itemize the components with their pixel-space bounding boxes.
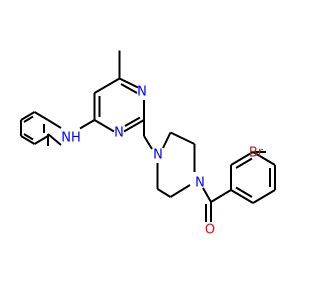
- bond: [210, 189, 232, 203]
- bond: [47, 119, 62, 129]
- bond: [124, 116, 141, 127]
- molecule-structure: NH N N N N O Br: [20, 50, 276, 238]
- atom-label-piperazine-n4: N: [195, 176, 205, 191]
- bond: [162, 132, 172, 149]
- bond: [235, 157, 253, 169]
- bond: [230, 189, 254, 204]
- bond: [169, 184, 191, 198]
- bond: [202, 187, 212, 203]
- bond: [230, 151, 254, 166]
- bond: [143, 135, 153, 150]
- atom-label-oxygen: O: [205, 223, 215, 238]
- bond: [120, 83, 138, 94]
- bond: [47, 133, 62, 146]
- atom-label-bromine: Br: [249, 146, 264, 161]
- bond: [170, 131, 195, 145]
- atom-label-n1: N: [114, 126, 124, 141]
- bond: [93, 119, 115, 133]
- bond: [23, 115, 34, 123]
- bond: [33, 111, 49, 121]
- bond: [20, 135, 36, 145]
- bond-group: [20, 50, 276, 222]
- bond: [123, 119, 145, 133]
- bond: [252, 189, 276, 204]
- atom-label-piperazine-n1: N: [153, 148, 163, 163]
- atom-label-n3: N: [137, 85, 147, 100]
- molecule-canvas: NH N N N N O Br: [20, 50, 276, 238]
- atom-label-group: NH N N N N O Br: [61, 85, 264, 238]
- bond: [252, 151, 276, 166]
- bond: [23, 133, 34, 141]
- bond: [93, 77, 121, 94]
- bond: [20, 111, 36, 121]
- bond: [79, 119, 96, 130]
- bond: [156, 188, 172, 198]
- bond: [119, 77, 139, 89]
- bond: [235, 186, 253, 198]
- bond: [33, 135, 49, 145]
- atom-label-nh: NH: [61, 131, 81, 146]
